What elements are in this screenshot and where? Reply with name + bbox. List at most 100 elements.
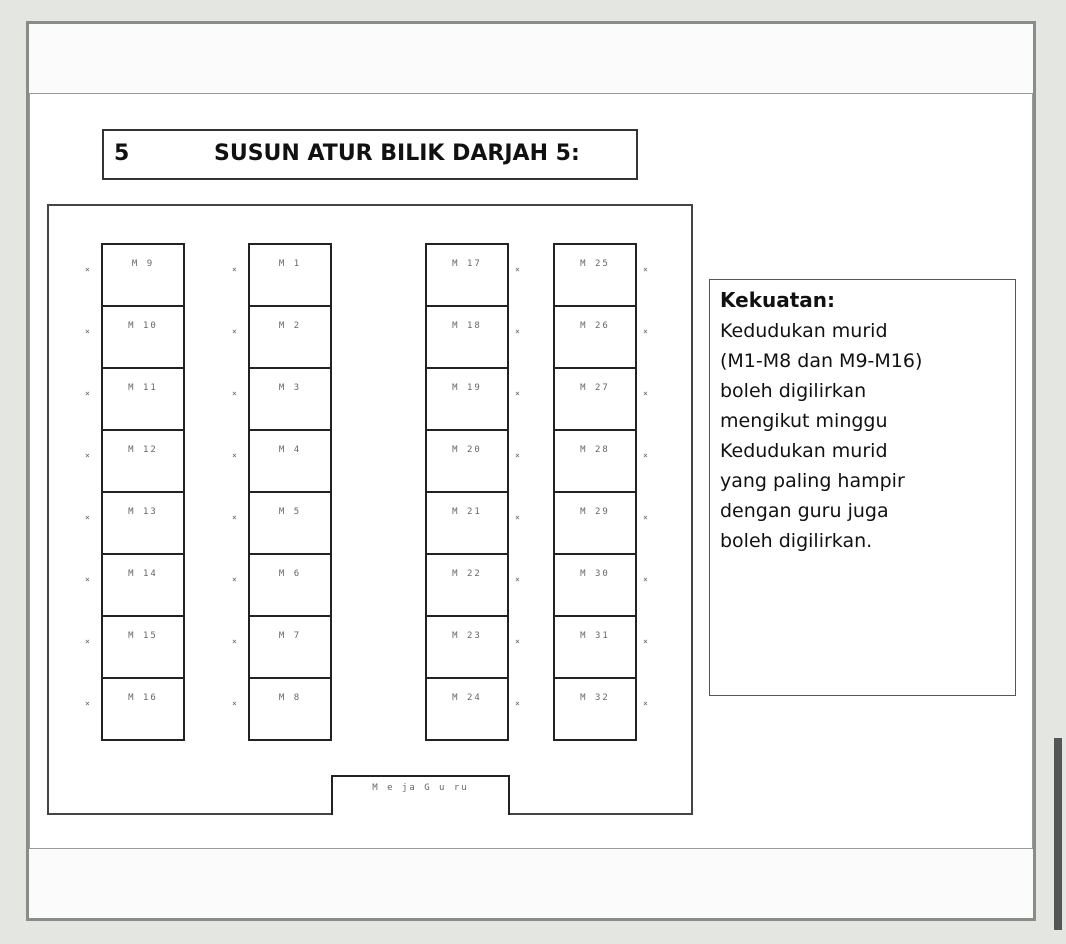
desk-label: M 32 (580, 693, 610, 703)
desk-label: M 11 (128, 383, 158, 393)
seat-marker: × (515, 451, 520, 460)
desk-label: M 5 (278, 507, 302, 517)
desk-label: M 14 (128, 569, 158, 579)
note-line: boleh digilirkan. (720, 530, 873, 552)
seat-marker: × (85, 451, 90, 460)
desk-label: M 27 (580, 383, 610, 393)
desk-label: M 3 (278, 383, 302, 393)
student-desk: M 9 (101, 243, 185, 307)
desk-label: M 13 (128, 507, 158, 517)
student-desk: M 24 (425, 677, 509, 741)
note-heading: Kekuatan: (720, 288, 836, 312)
page-title: SUSUN ATUR BILIK DARJAH 5: (214, 141, 580, 166)
desk-label: M 16 (128, 693, 158, 703)
desk-label: M 22 (452, 569, 482, 579)
desk-label: M 26 (580, 321, 610, 331)
seat-marker: × (643, 513, 648, 522)
desk-label: M 1 (278, 259, 302, 269)
student-desk: M 25 (553, 243, 637, 307)
title-number: 5 (114, 141, 130, 166)
desk-label: M 18 (452, 321, 482, 331)
student-desk: M 20 (425, 429, 509, 493)
desk-label: M 30 (580, 569, 610, 579)
note-line: yang paling hampir (720, 470, 905, 492)
student-desk: M 23 (425, 615, 509, 679)
student-desk: M 32 (553, 677, 637, 741)
seat-marker: × (232, 327, 237, 336)
seat-marker: × (515, 327, 520, 336)
note-line: Kedudukan murid (720, 320, 888, 342)
note-line: Kedudukan murid (720, 440, 888, 462)
student-desk: M 8 (248, 677, 332, 741)
note-line: dengan guru juga (720, 500, 889, 522)
student-desk: M 12 (101, 429, 185, 493)
desk-label: M 24 (452, 693, 482, 703)
seat-marker: × (232, 265, 237, 274)
student-desk: M 28 (553, 429, 637, 493)
desk-label: M 20 (452, 445, 482, 455)
student-desk: M 29 (553, 491, 637, 555)
student-desk: M 16 (101, 677, 185, 741)
desk-label: M 6 (278, 569, 302, 579)
student-desk: M 31 (553, 615, 637, 679)
teacher-desk: M e ja G u ru (331, 775, 510, 815)
seat-marker: × (232, 637, 237, 646)
student-desk: M 17 (425, 243, 509, 307)
student-desk: M 4 (248, 429, 332, 493)
seat-marker: × (85, 327, 90, 336)
seat-marker: × (85, 699, 90, 708)
desk-label: M 19 (452, 383, 482, 393)
desk-label: M 23 (452, 631, 482, 641)
student-desk: M 22 (425, 553, 509, 617)
side-scroll-bar[interactable] (1054, 738, 1062, 930)
seat-marker: × (515, 637, 520, 646)
seat-marker: × (232, 451, 237, 460)
desk-label: M 25 (580, 259, 610, 269)
student-desk: M 3 (248, 367, 332, 431)
seat-marker: × (643, 327, 648, 336)
seat-marker: × (515, 575, 520, 584)
student-desk: M 15 (101, 615, 185, 679)
seat-marker: × (232, 513, 237, 522)
seat-marker: × (643, 389, 648, 398)
desk-label: M 8 (278, 693, 302, 703)
note-line: (M1-M8 dan M9-M16) (720, 350, 923, 372)
seat-marker: × (85, 389, 90, 398)
student-desk: M 2 (248, 305, 332, 369)
desk-label: M 15 (128, 631, 158, 641)
student-desk: M 14 (101, 553, 185, 617)
student-desk: M 10 (101, 305, 185, 369)
desk-label: M 10 (128, 321, 158, 331)
seat-marker: × (643, 637, 648, 646)
student-desk: M 7 (248, 615, 332, 679)
desk-label: M 7 (278, 631, 302, 641)
seat-marker: × (643, 451, 648, 460)
desk-label: M 9 (131, 259, 155, 269)
seat-marker: × (643, 265, 648, 274)
student-desk: M 26 (553, 305, 637, 369)
desk-label: M 2 (278, 321, 302, 331)
student-desk: M 11 (101, 367, 185, 431)
seat-marker: × (515, 265, 520, 274)
seat-marker: × (232, 699, 237, 708)
desk-label: M 4 (278, 445, 302, 455)
title-box: 5 SUSUN ATUR BILIK DARJAH 5: (102, 129, 638, 180)
seat-marker: × (85, 637, 90, 646)
student-desk: M 27 (553, 367, 637, 431)
note-line: mengikut minggu (720, 410, 888, 432)
desk-label: M 21 (452, 507, 482, 517)
seat-marker: × (232, 389, 237, 398)
student-desk: M 1 (248, 243, 332, 307)
student-desk: M 13 (101, 491, 185, 555)
note-box: Kekuatan: Kedudukan murid (M1-M8 dan M9-… (709, 279, 1016, 696)
student-desk: M 21 (425, 491, 509, 555)
seat-marker: × (232, 575, 237, 584)
student-desk: M 30 (553, 553, 637, 617)
desk-label: M 17 (452, 259, 482, 269)
seat-marker: × (643, 699, 648, 708)
note-line: boleh digilirkan (720, 380, 867, 402)
desk-label: M 28 (580, 445, 610, 455)
student-desk: M 18 (425, 305, 509, 369)
teacher-desk-label: M e ja G u ru (372, 783, 469, 793)
